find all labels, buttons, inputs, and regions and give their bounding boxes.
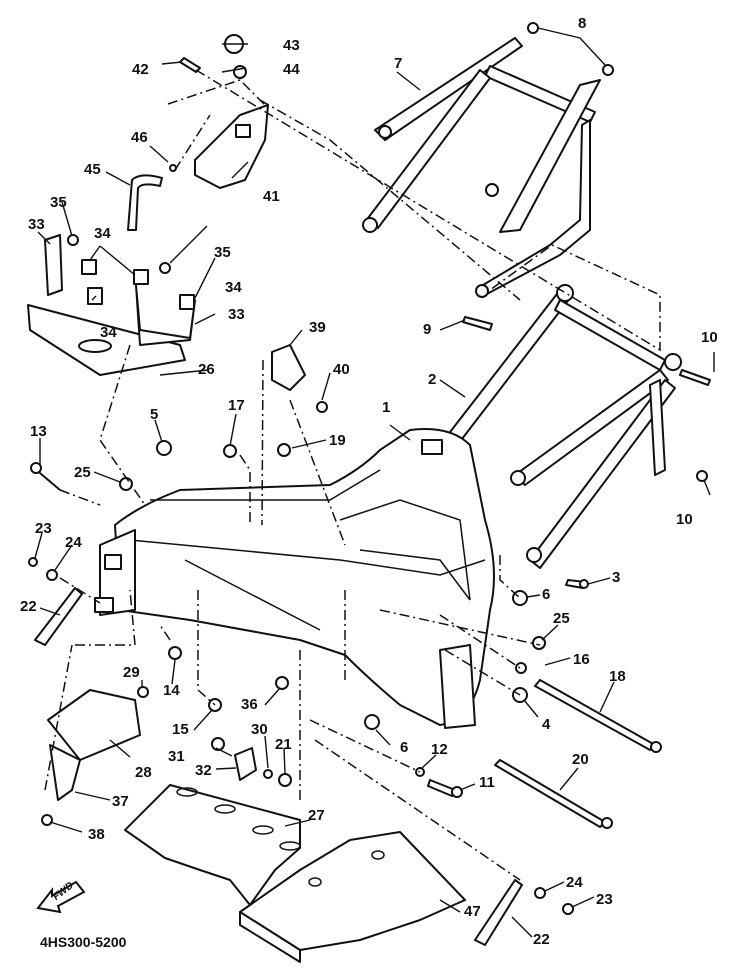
callout-13: 13 — [30, 423, 47, 440]
callout-6b: 6 — [400, 739, 409, 756]
callout-24b: 24 — [566, 874, 583, 891]
callout-25a: 25 — [74, 464, 91, 481]
callout-7: 7 — [394, 55, 403, 72]
callout-19: 19 — [329, 432, 346, 449]
undercover-panels — [124, 784, 466, 963]
callout-39: 39 — [309, 319, 326, 336]
callout-25b: 25 — [553, 610, 570, 627]
callout-34b: 34 — [100, 324, 117, 341]
callout-2: 2 — [428, 371, 437, 388]
seat-rail — [439, 284, 682, 569]
callout-29: 29 — [123, 664, 140, 681]
diagram-reference-code: 4HS300-5200 — [40, 934, 127, 950]
callout-34c: 34 — [225, 279, 242, 296]
callout-37: 37 — [112, 793, 129, 810]
callout-6a: 6 — [542, 586, 551, 603]
callout-38: 38 — [88, 826, 105, 843]
forward-arrow-icon — [36, 880, 86, 914]
callout-35b: 35 — [214, 244, 231, 261]
callout-12: 12 — [431, 741, 448, 758]
callout-23a: 23 — [35, 520, 52, 537]
assembly-lines — [44, 69, 661, 881]
callout-45: 45 — [84, 161, 101, 178]
rear-subframe — [362, 37, 601, 298]
callout-10a: 10 — [701, 329, 718, 346]
nut-8b — [602, 64, 614, 76]
callout-5: 5 — [150, 406, 159, 423]
callout-14: 14 — [163, 682, 180, 699]
bracket-assembly — [27, 234, 328, 413]
callout-16: 16 — [573, 651, 590, 668]
callout-27: 27 — [308, 807, 325, 824]
callout-8: 8 — [578, 15, 587, 32]
callout-30: 30 — [251, 721, 268, 738]
callout-4: 4 — [542, 716, 551, 733]
callout-10b: 10 — [676, 511, 693, 528]
callout-24a: 24 — [65, 534, 82, 551]
callout-32: 32 — [195, 762, 212, 779]
callout-43: 43 — [283, 37, 300, 54]
callout-47: 47 — [464, 903, 481, 920]
callout-9: 9 — [423, 321, 432, 338]
callout-41: 41 — [263, 188, 280, 205]
callout-35a: 35 — [50, 194, 67, 211]
callout-18: 18 — [609, 668, 626, 685]
callout-22a: 22 — [20, 598, 37, 615]
callout-11: 11 — [479, 774, 495, 791]
callout-28: 28 — [135, 764, 152, 781]
main-frame — [94, 428, 495, 729]
callout-3: 3 — [612, 569, 621, 586]
callout-21: 21 — [275, 736, 292, 753]
reservoir-tank — [127, 34, 269, 231]
callout-1: 1 — [382, 399, 391, 416]
callout-22b: 22 — [533, 931, 550, 948]
callout-42: 42 — [132, 61, 149, 78]
nut-8a — [527, 22, 539, 34]
callout-40: 40 — [333, 361, 350, 378]
callout-36: 36 — [241, 696, 258, 713]
leader-lines — [34, 43, 715, 938]
callout-46: 46 — [131, 129, 148, 146]
callout-33a: 33 — [28, 216, 45, 233]
callout-26: 26 — [198, 361, 215, 378]
callout-44: 44 — [283, 61, 300, 78]
callout-20: 20 — [572, 751, 589, 768]
callout-34a: 34 — [94, 225, 111, 242]
hardware — [28, 316, 711, 946]
callout-31: 31 — [168, 748, 185, 765]
callout-15: 15 — [172, 721, 189, 738]
callout-33b: 33 — [228, 306, 245, 323]
callout-23b: 23 — [596, 891, 613, 908]
callout-17: 17 — [228, 397, 245, 414]
